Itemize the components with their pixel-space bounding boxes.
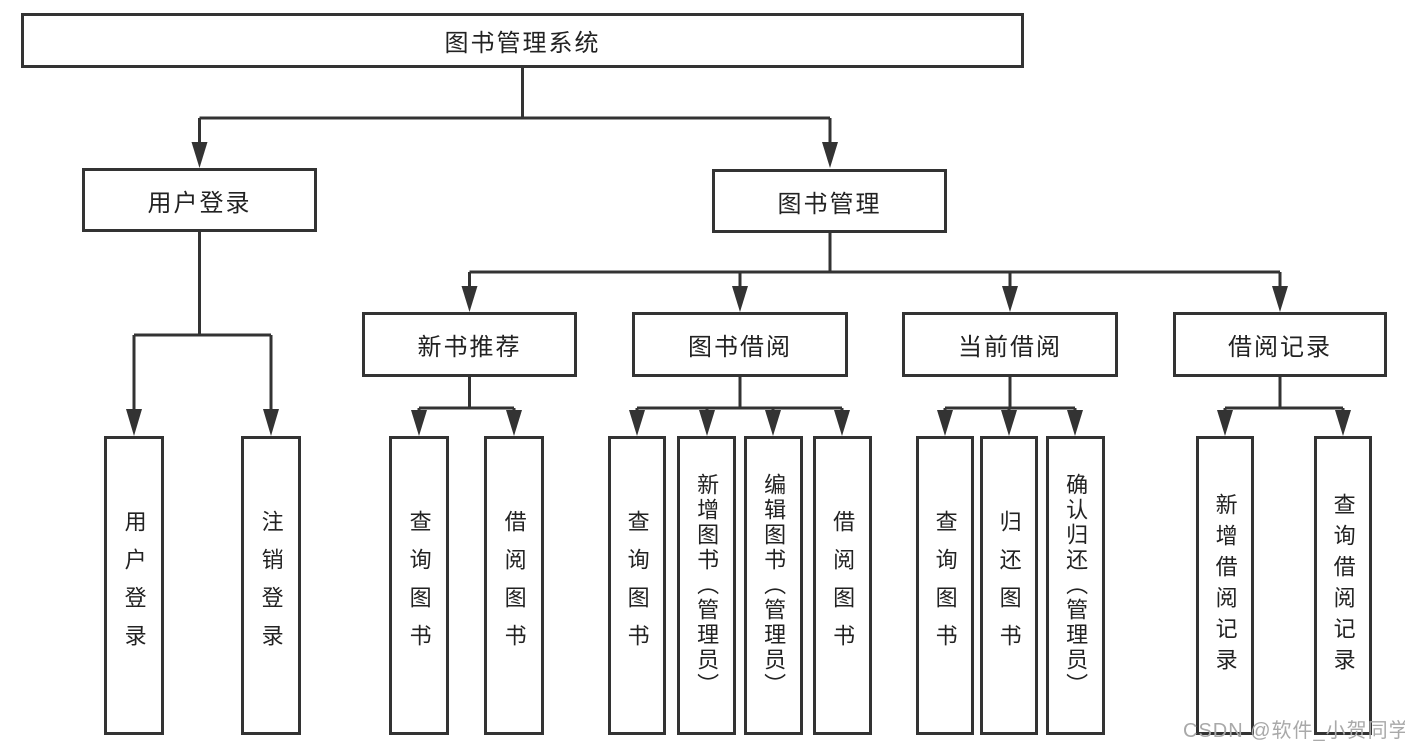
- node-new-book-recommend-label: 新书推荐: [417, 334, 522, 361]
- leaf-borrow-books-recommend: 借阅图书: [484, 436, 544, 735]
- node-root-label: 图书管理系统: [444, 30, 601, 57]
- leaf-logout-label: 注销登录: [258, 509, 284, 662]
- leaf-query-books-recommend: 查询图书: [389, 436, 449, 735]
- leaf-label: 借阅图书: [830, 509, 856, 662]
- node-borrow-record: 借阅记录: [1173, 312, 1387, 377]
- leaf-query-books-current: 查询图书: [916, 436, 974, 735]
- leaf-borrow-books: 借阅图书: [813, 436, 872, 735]
- leaf-label: 查询借阅记录: [1330, 492, 1356, 679]
- connector-new-book-group: [411, 377, 522, 436]
- connector-current-borrow-group: [937, 377, 1083, 436]
- node-current-borrow: 当前借阅: [902, 312, 1118, 377]
- leaf-confirm-return-admin: 确认归还（管理员）: [1046, 436, 1105, 735]
- leaf-user-login-label: 用户登录: [121, 509, 147, 662]
- leaf-label: 查询图书: [932, 509, 958, 662]
- connector-book-mgmt-branch: [461, 232, 1288, 312]
- node-book-borrow-label: 图书借阅: [688, 334, 792, 361]
- leaf-label: 新增借阅记录: [1212, 492, 1238, 679]
- leaf-label: 编辑图书（管理员）: [761, 473, 787, 698]
- connector-book-borrow-group: [629, 377, 850, 436]
- connector-user-login-branch: [126, 231, 279, 436]
- leaf-label: 归还图书: [996, 509, 1022, 662]
- leaf-user-login: 用户登录: [104, 436, 164, 735]
- leaf-query-books-borrow: 查询图书: [608, 436, 666, 735]
- leaf-label: 查询图书: [406, 509, 432, 662]
- leaf-logout: 注销登录: [241, 436, 301, 735]
- connector-borrow-record-group: [1217, 377, 1351, 436]
- leaf-label: 新增图书（管理员）: [694, 473, 720, 698]
- leaf-query-borrow-record: 查询借阅记录: [1314, 436, 1372, 735]
- leaf-add-books-admin: 新增图书（管理员）: [677, 436, 736, 735]
- leaf-label: 借阅图书: [501, 509, 527, 662]
- leaf-label: 确认归还（管理员）: [1063, 473, 1089, 698]
- node-root: 图书管理系统: [21, 13, 1024, 68]
- leaf-add-borrow-record: 新增借阅记录: [1196, 436, 1254, 735]
- node-new-book-recommend: 新书推荐: [362, 312, 577, 377]
- node-current-borrow-label: 当前借阅: [958, 334, 1062, 361]
- leaf-label: 查询图书: [624, 509, 650, 662]
- node-borrow-record-label: 借阅记录: [1228, 334, 1332, 361]
- node-book-mgmt-branch-label: 图书管理: [777, 190, 882, 218]
- node-book-borrow: 图书借阅: [632, 312, 848, 377]
- node-book-mgmt-branch: 图书管理: [712, 169, 947, 233]
- leaf-edit-books-admin: 编辑图书（管理员）: [744, 436, 803, 735]
- node-user-login-branch-label: 用户登录: [147, 189, 252, 217]
- csdn-watermark: CSDN @软件_小贺同学: [1183, 720, 1405, 742]
- node-user-login-branch: 用户登录: [82, 168, 317, 232]
- leaf-return-books: 归还图书: [980, 436, 1038, 735]
- connector-root: [191, 67, 838, 168]
